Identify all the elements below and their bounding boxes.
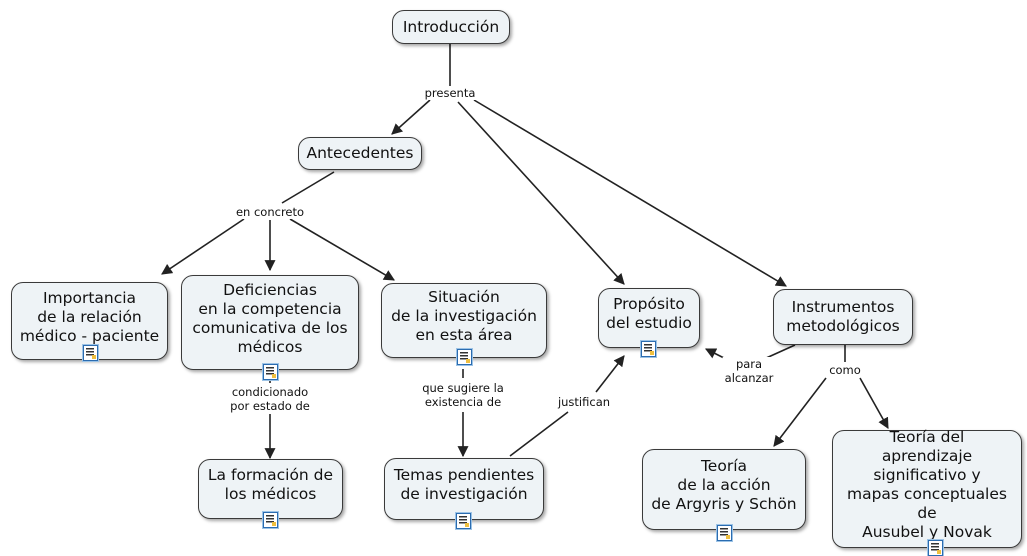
concept-teoria-accion[interactable]: Teoría de la acción de Argyris y Schön [642, 449, 806, 541]
arrow-enconcreto-situacion [289, 218, 395, 281]
concept-temas[interactable]: Temas pendientes de investigación [384, 458, 544, 529]
arrow-presenta-antecedentes [391, 99, 431, 135]
concept-label: Temas pendientes de investigación [393, 466, 535, 503]
concept-label: Antecedentes [306, 144, 414, 162]
concept-introduccion[interactable]: Introducción [392, 10, 510, 44]
arrow-como-teoria-accion [773, 377, 827, 447]
concept-label: Situación de la investigación en esta ár… [391, 288, 537, 344]
document-icon[interactable] [83, 345, 98, 361]
concept-formacion[interactable]: La formación de los médicos [198, 459, 343, 528]
concept-antecedentes[interactable]: Antecedentes [298, 137, 422, 170]
concept-label: Propósito del estudio [606, 295, 692, 332]
concept-label: Teoría de la acción de Argyris y Schön [651, 457, 797, 513]
document-icon[interactable] [263, 364, 278, 380]
concept-label: La formación de los médicos [207, 466, 334, 503]
link-label-condicionado[interactable]: condicionado por estado de [228, 385, 312, 413]
connector-temas-justifican [509, 411, 569, 457]
arrow-presenta-instrumentos [473, 99, 787, 287]
concept-proposito[interactable]: Propósito del estudio [598, 288, 700, 357]
document-icon[interactable] [457, 349, 472, 365]
concept-importancia[interactable]: Importancia de la relación médico - paci… [11, 282, 168, 361]
link-label-para-alcanzar[interactable]: para alcanzar [722, 357, 776, 385]
link-label-presenta[interactable]: presenta [422, 86, 478, 100]
concept-label: Instrumentos metodológicos [786, 298, 900, 335]
connector-antecedentes-enconcreto [281, 171, 335, 204]
link-label-como[interactable]: como [827, 363, 863, 377]
concept-label: Deficiencias en la competencia comunicat… [192, 280, 348, 356]
link-label-que-sugiere[interactable]: que sugiere la existencia de [420, 381, 506, 409]
concept-teoria-aprendizaje[interactable]: Teoría del aprendizaje significativo y m… [832, 428, 1022, 556]
document-icon[interactable] [928, 540, 943, 556]
arrow-enconcreto-importancia [161, 218, 245, 275]
arrow-justifican-proposito [595, 355, 625, 393]
concept-situacion[interactable]: Situación de la investigación en esta ár… [381, 283, 547, 365]
concept-label: Teoría del aprendizaje significativo y m… [847, 428, 1007, 541]
link-label-en-concreto[interactable]: en concreto [233, 205, 307, 219]
concept-deficiencias[interactable]: Deficiencias en la competencia comunicat… [181, 275, 359, 380]
document-icon[interactable] [456, 513, 471, 529]
arrow-como-teoria-aprendizaje [859, 377, 889, 429]
link-label-justifican[interactable]: justifican [555, 395, 613, 409]
connector-instrumentos-paraalcanzar [763, 344, 796, 360]
concept-label: Importancia de la relación médico - paci… [19, 288, 160, 345]
concept-instrumentos[interactable]: Instrumentos metodológicos [773, 289, 913, 345]
document-icon[interactable] [263, 512, 278, 528]
concept-label: Introducción [402, 17, 500, 36]
arrow-presenta-proposito [457, 101, 625, 285]
document-icon[interactable] [717, 525, 732, 541]
document-icon[interactable] [641, 341, 656, 357]
